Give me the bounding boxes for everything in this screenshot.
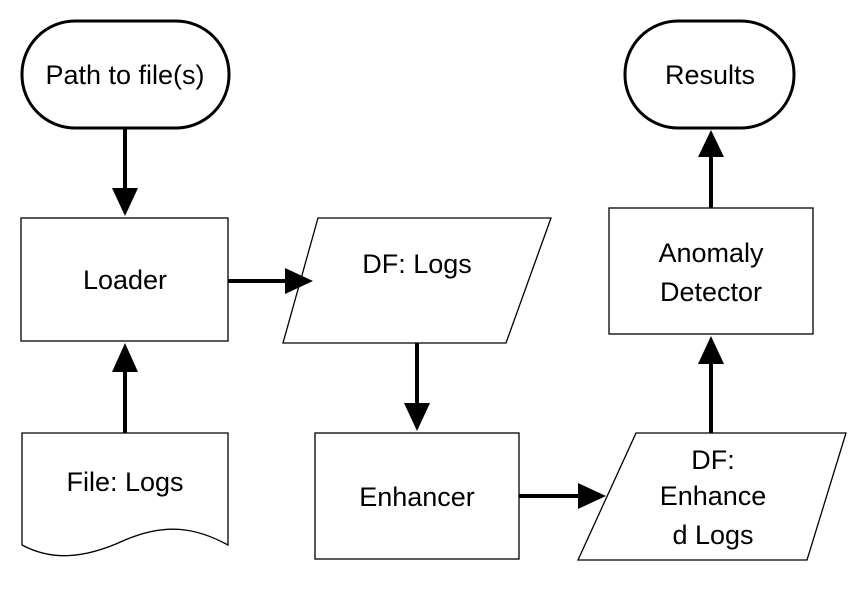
node-results: Results xyxy=(623,19,796,130)
arrow-up-icon xyxy=(698,130,724,157)
enhancer-process-shape xyxy=(314,432,520,560)
file-logs-document-shape xyxy=(21,432,229,557)
arrow-down-icon xyxy=(404,403,430,431)
arrow-up-icon xyxy=(698,336,724,364)
edge-enhancer-to-df-enhanced xyxy=(519,483,606,509)
anomaly-detector-process-shape xyxy=(608,207,814,335)
edge-df-enhanced-to-anomaly-detector xyxy=(698,336,724,433)
arrow-up-icon xyxy=(112,343,138,372)
node-loader: Loader xyxy=(20,217,229,342)
node-df-logs: DF: Logs xyxy=(282,217,552,344)
file-logs-label: File: Logs xyxy=(66,467,183,497)
df-enhanced-line-3: d Logs xyxy=(672,520,753,550)
df-logs-data-shape xyxy=(282,217,552,344)
arrow-right-icon xyxy=(578,483,606,509)
loader-process-shape xyxy=(20,217,229,342)
anomaly-detector-line-1: Anomaly xyxy=(658,238,764,268)
results-terminal-shape xyxy=(623,19,796,130)
df-logs-label: DF: Logs xyxy=(362,249,472,279)
df-enhanced-data-shape xyxy=(576,432,847,561)
arrow-right-icon xyxy=(285,268,313,294)
results-label: Results xyxy=(665,60,755,90)
df-enhanced-line-2: Enhance xyxy=(660,481,767,511)
edge-anomaly-detector-to-results xyxy=(698,130,724,208)
anomaly-detector-line-2: Detector xyxy=(660,277,762,307)
df-enhanced-line-1: DF: xyxy=(691,445,735,475)
start-label: Path to file(s) xyxy=(45,60,204,90)
loader-label: Loader xyxy=(83,265,167,295)
edge-start-to-loader xyxy=(112,128,138,216)
node-anomaly-detector: Anomaly Detector xyxy=(608,207,814,335)
node-df-enhanced: DF: Enhance d Logs xyxy=(576,432,847,561)
edge-loader-to-df-logs xyxy=(228,268,313,294)
node-file-logs: File: Logs xyxy=(21,432,229,557)
enhancer-label: Enhancer xyxy=(359,482,475,512)
arrow-down-icon xyxy=(112,188,138,216)
edge-df-logs-to-enhancer xyxy=(404,343,430,431)
node-start: Path to file(s) xyxy=(20,19,231,130)
edge-file-logs-to-loader xyxy=(112,343,138,433)
node-enhancer: Enhancer xyxy=(314,432,520,560)
